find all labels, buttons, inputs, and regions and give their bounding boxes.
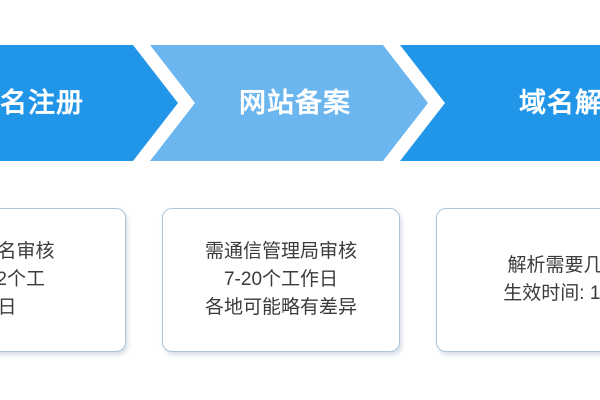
- detail-box-step-3: 解析需要几 生效时间: 1-: [436, 208, 600, 352]
- detail-line: 需通信管理局审核: [204, 241, 357, 262]
- detail-line: 及实名审核: [0, 241, 55, 262]
- detail-box-step-2: 需通信管理局审核 7-20个工作日 各地可能略有差异: [162, 208, 400, 352]
- chevron-step-2[interactable]: 网站备案: [150, 45, 428, 161]
- chevron-arrow-band: 名注册 网站备案 域名解: [0, 45, 600, 161]
- detail-line: 解析需要几: [507, 255, 600, 276]
- detail-line: 生效时间: 1-: [503, 283, 600, 304]
- chevron-step-2-label: 网站备案: [239, 87, 351, 118]
- chevron-step-3[interactable]: 域名解: [400, 45, 600, 161]
- chevron-step-3-label: 域名解: [519, 87, 600, 118]
- chevron-step-1[interactable]: 名注册: [0, 45, 178, 161]
- detail-line: 各地可能略有差异: [204, 297, 357, 318]
- detail-line: 日: [0, 297, 17, 318]
- detail-line: 7-20个工作日: [223, 269, 339, 290]
- chevron-step-1-label: 名注册: [0, 87, 84, 118]
- detail-box-step-1: 及实名审核 : 1-2个工 日: [0, 208, 126, 352]
- detail-line: : 1-2个工: [0, 269, 46, 290]
